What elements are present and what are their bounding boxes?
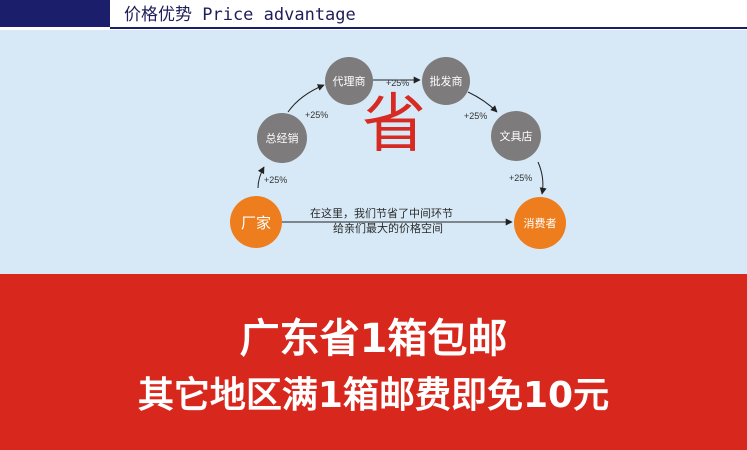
node-wholesaler: 批发商 — [422, 57, 470, 105]
promo-line-guangdong: 广东省1箱包邮 — [239, 316, 508, 362]
savings-note-line2: 给亲们最大的价格空间 — [333, 222, 443, 235]
header-underline — [110, 27, 747, 29]
markup-label: +25% — [464, 111, 488, 121]
section-header: 价格优势 Price advantage — [0, 0, 747, 30]
markup-label: +25% — [305, 110, 329, 120]
node-stationery-store: 文具店 — [491, 111, 541, 161]
arrow-store-to-consumer — [537, 161, 547, 195]
header-accent-block — [0, 0, 110, 27]
price-chain-diagram — [0, 30, 747, 274]
markup-label: +25% — [264, 175, 288, 185]
savings-note-line1: 在这里，我们节省了中间环节 — [310, 207, 453, 220]
save-character: 省 — [362, 88, 426, 162]
shipping-promo-banner: 广东省1箱包邮 其它地区满1箱邮费即免10元 — [0, 274, 747, 450]
node-agent: 代理商 — [325, 57, 373, 105]
node-factory: 厂家 — [230, 196, 282, 248]
node-consumer: 消费者 — [514, 197, 566, 249]
node-general-distributor: 总经销 — [257, 113, 307, 163]
diagram-arrows — [257, 76, 547, 226]
markup-label: +25% — [509, 173, 533, 183]
section-title: 价格优势 Price advantage — [124, 5, 356, 25]
promo-line-other-regions: 其它地区满1箱邮费即免10元 — [137, 375, 610, 416]
arrow-distributor-to-agent — [287, 84, 325, 113]
markup-label: +25% — [386, 78, 410, 88]
arrow-factory-to-distributor — [257, 166, 265, 189]
arrow-wholesaler-to-store — [467, 91, 498, 113]
